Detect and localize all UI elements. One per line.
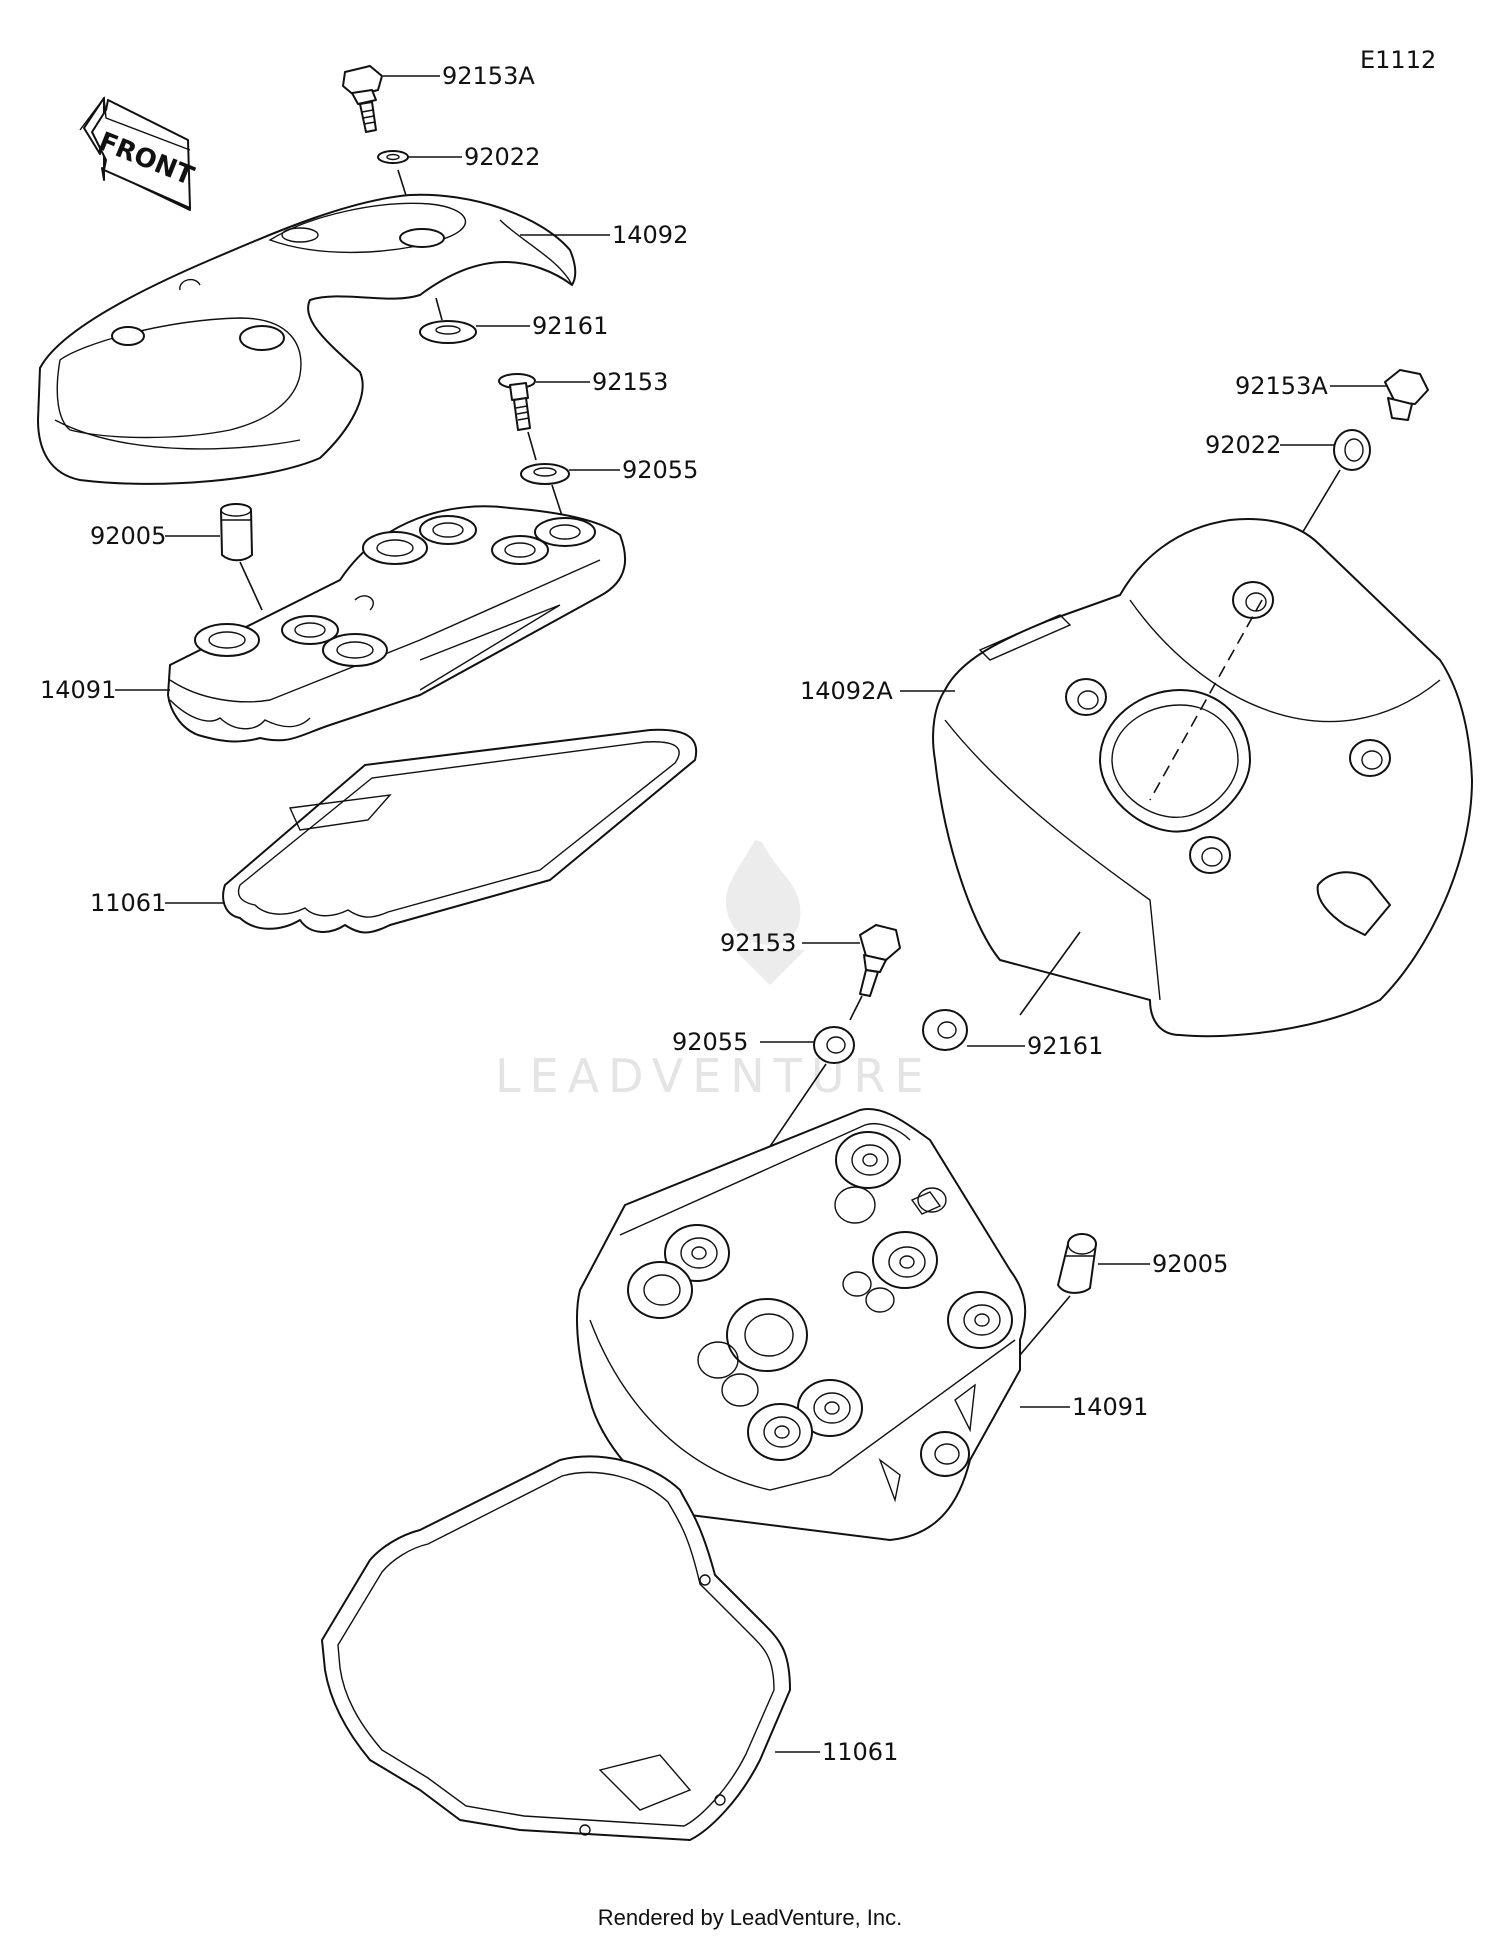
label-92153A-right: 92153A: [1235, 372, 1328, 400]
flame-logo-icon: [725, 840, 805, 985]
bolt-92153-mid: [859, 924, 901, 997]
watermark: LEADVENTURE: [495, 840, 933, 1103]
label-14091-top: 14091: [40, 676, 116, 704]
label-14091-bottom: 14091: [1072, 1393, 1148, 1421]
watermark-text: LEADVENTURE: [495, 1049, 933, 1103]
label-92022-right: 92022: [1205, 431, 1281, 459]
head-cover-14091-bottom: [576, 1108, 1027, 1541]
label-14092A: 14092A: [800, 677, 893, 705]
head-cover-14091-top: [167, 505, 627, 743]
footer-credit: Rendered by LeadVenture, Inc.: [598, 1905, 903, 1930]
label-92161-top: 92161: [532, 312, 608, 340]
washer-92022-right: [1333, 429, 1371, 471]
grommet-92055-mid: [813, 1026, 855, 1064]
label-92005-top: 92005: [90, 522, 166, 550]
cover-14092A: [932, 518, 1473, 1038]
cover-14092: [37, 193, 577, 485]
grommet-92161-right: [922, 1009, 968, 1051]
front-arrow-icon: FRONT: [79, 96, 198, 211]
gasket-11061-top: [222, 728, 698, 934]
label-92161-right: 92161: [1027, 1032, 1103, 1060]
label-92153-top: 92153: [592, 368, 668, 396]
label-14092: 14092: [612, 221, 688, 249]
label-92055-top: 92055: [622, 456, 698, 484]
label-92153-mid: 92153: [720, 929, 796, 957]
label-92022-top: 92022: [464, 143, 540, 171]
label-11061-top: 11061: [90, 889, 166, 917]
grommet-92055-top: [520, 463, 570, 485]
label-11061-bottom: 11061: [822, 1738, 898, 1766]
washer-92022-top: [377, 150, 409, 164]
bolt-92153A-right: [1384, 369, 1429, 421]
bolt-92153-top: [498, 373, 536, 431]
dowel-92005-right: [1057, 1233, 1097, 1294]
label-92005-right: 92005: [1152, 1250, 1228, 1278]
label-92153A-top: 92153A: [442, 62, 535, 90]
grommet-92161-top: [419, 320, 477, 344]
dowel-92005-top: [220, 503, 253, 562]
diagram-code: E1112: [1360, 46, 1436, 74]
label-92055-mid: 92055: [672, 1028, 748, 1056]
bolt-92153A-top: [342, 65, 383, 133]
gasket-11061-bottom: [321, 1455, 791, 1841]
